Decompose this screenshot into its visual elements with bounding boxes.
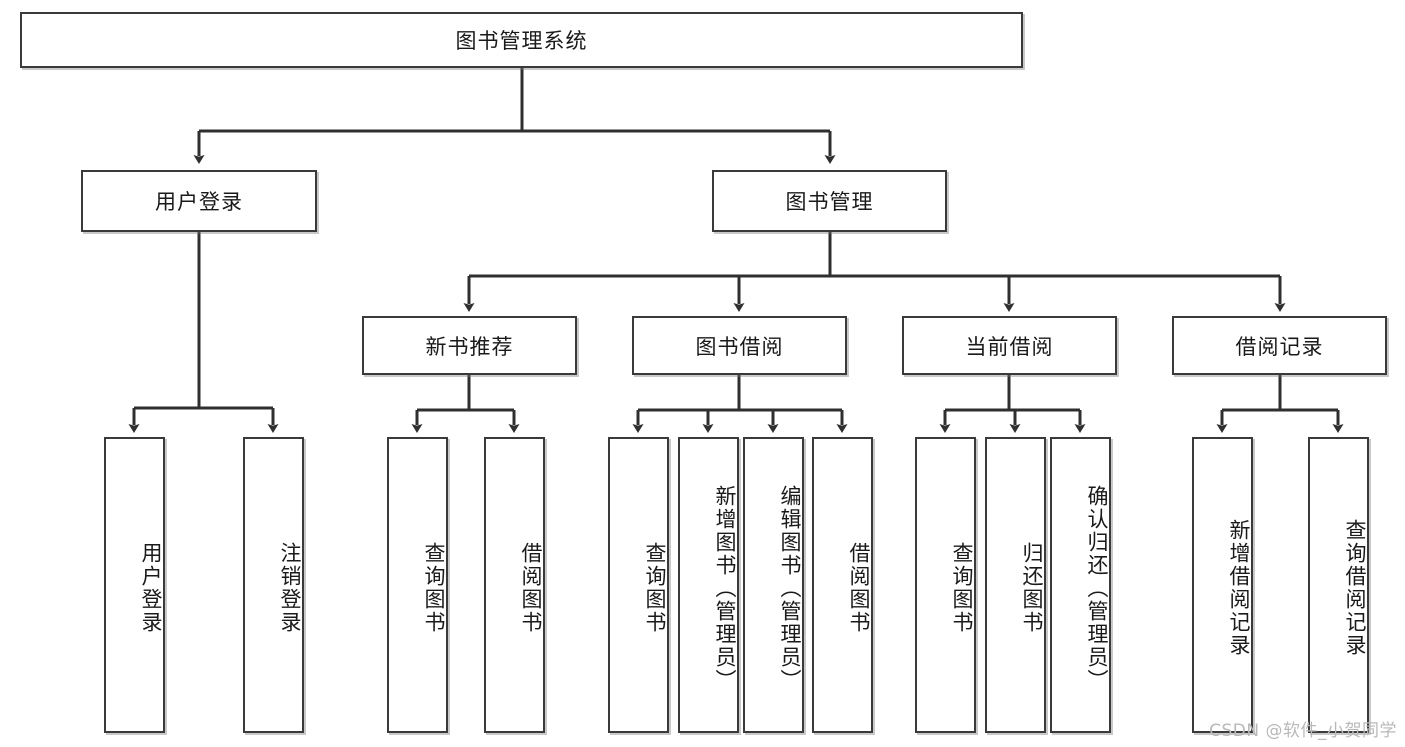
node-label: 新书推荐 <box>425 334 514 359</box>
node-label: 注销登录 <box>278 542 302 634</box>
node-label: 当前借阅 <box>965 334 1054 359</box>
node-label: 新增借阅记录 <box>1227 519 1251 657</box>
node-label: 查询图书 <box>643 542 667 634</box>
leaf-borrow-query-book[interactable]: 查询图书 <box>608 437 669 733</box>
node-label: 查询借阅记录 <box>1343 519 1367 657</box>
csdn-watermark: CSDN @软件_小贺同学 <box>1209 721 1397 741</box>
node-current-borrow[interactable]: 当前借阅 <box>902 316 1117 375</box>
node-root-book-management-system[interactable]: 图书管理系统 <box>20 12 1023 68</box>
leaf-user-login-login[interactable]: 用户登录 <box>104 437 165 733</box>
node-label: 借阅图书 <box>847 542 871 634</box>
node-label: 用户登录 <box>139 542 163 634</box>
node-book-management[interactable]: 图书管理 <box>712 170 947 232</box>
leaf-current-confirm-return-admin[interactable]: 确认归还（管理员） <box>1050 437 1111 733</box>
leaf-recommend-query-book[interactable]: 查询图书 <box>387 437 448 733</box>
node-label: 查询图书 <box>422 542 446 634</box>
leaf-record-add-borrow-record[interactable]: 新增借阅记录 <box>1192 437 1253 733</box>
leaf-borrow-edit-book-admin[interactable]: 编辑图书（管理员） <box>743 437 804 733</box>
leaf-borrow-borrow-book[interactable]: 借阅图书 <box>812 437 873 733</box>
node-new-book-recommend[interactable]: 新书推荐 <box>362 316 577 375</box>
leaf-recommend-borrow-book[interactable]: 借阅图书 <box>484 437 545 733</box>
node-label: 编辑图书（管理员） <box>778 484 802 692</box>
node-label: 借阅记录 <box>1235 334 1324 359</box>
node-user-login[interactable]: 用户登录 <box>81 170 317 232</box>
node-label: 图书管理 <box>785 190 874 214</box>
node-book-borrow[interactable]: 图书借阅 <box>632 316 847 375</box>
node-label: 归还图书 <box>1020 542 1044 634</box>
node-label: 用户登录 <box>155 190 243 214</box>
leaf-current-return-book[interactable]: 归还图书 <box>985 437 1046 733</box>
leaf-borrow-add-book-admin[interactable]: 新增图书（管理员） <box>678 437 739 733</box>
node-label: 确认归还（管理员） <box>1085 484 1109 692</box>
node-label: 新增图书（管理员） <box>713 484 737 692</box>
node-label: 图书管理系统 <box>455 29 588 53</box>
leaf-user-login-logout[interactable]: 注销登录 <box>243 437 304 733</box>
node-label: 查询图书 <box>950 542 974 634</box>
leaf-current-query-book[interactable]: 查询图书 <box>915 437 976 733</box>
node-label: 借阅图书 <box>519 542 543 634</box>
node-label: 图书借阅 <box>695 334 784 359</box>
node-borrow-record[interactable]: 借阅记录 <box>1172 316 1387 375</box>
leaf-record-query-borrow-record[interactable]: 查询借阅记录 <box>1308 437 1369 733</box>
